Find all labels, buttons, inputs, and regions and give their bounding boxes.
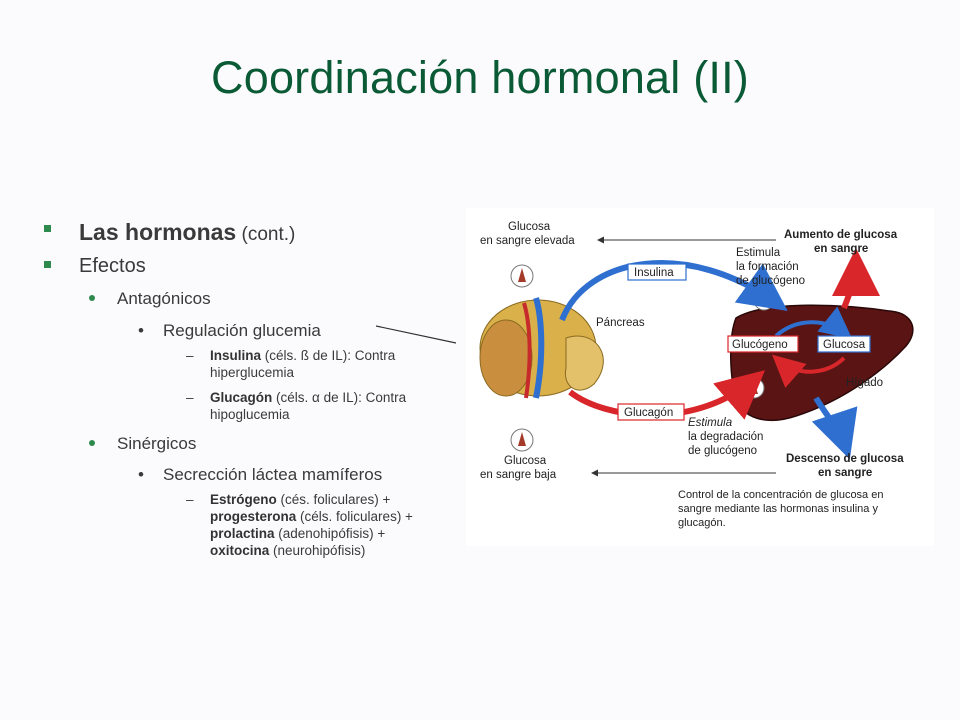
- insulina-term: Insulina: [210, 348, 262, 363]
- label-estimula-formacion-2: la formación: [736, 261, 799, 273]
- label-estimula-degradacion-2: la degradación: [688, 431, 763, 443]
- glucose-rise-arrow: [831, 248, 880, 310]
- label-glucosa-baja-1: Glucosa: [504, 455, 547, 467]
- label-estimula-formacion-3: de glucógeno: [736, 275, 805, 287]
- label-glucogeno-box: Glucógeno: [732, 339, 788, 351]
- sinergicos-label: Sinérgicos: [117, 434, 197, 453]
- label-aumento-1: Aumento de glucosa: [784, 229, 898, 241]
- dash-bullet: –: [186, 348, 194, 363]
- label-estimula-degradacion-3: de glucógeno: [688, 445, 757, 457]
- label-aumento-2: en sangre: [814, 243, 868, 255]
- label-glucosa-baja-2: en sangre baja: [480, 469, 557, 481]
- glycogen-to-glucose-arrow: [772, 354, 846, 388]
- label-glucosa-elevada-2: en sangre elevada: [480, 235, 575, 247]
- prolactina-term: prolactina: [210, 526, 275, 541]
- progesterona-desc: (céls. foliculares) +: [296, 509, 413, 524]
- caption-line-1: Control de la concentración de glucosa e…: [678, 489, 883, 501]
- glucose-regulation-diagram: Glucosa en sangre elevada Aumento de glu…: [466, 208, 934, 546]
- glucagon-term: Glucagón: [210, 390, 273, 405]
- label-insulina-box: Insulina: [634, 267, 674, 279]
- glucose-drop-arrow: [811, 396, 858, 460]
- caption-line-3: glucagón.: [678, 517, 726, 529]
- dot-bullet: •: [138, 321, 144, 340]
- label-pancreas: Páncreas: [596, 317, 645, 329]
- label-glucosa-elevada-1: Glucosa: [508, 221, 551, 233]
- oxitocina-desc: (neurohipófisis): [269, 543, 366, 558]
- sensor-icon-top: [510, 264, 534, 288]
- hormonas-cont: (cont.): [236, 224, 296, 245]
- slide-title: Coordinación hormonal (II): [211, 52, 749, 103]
- square-bullet-icon: [44, 261, 51, 268]
- estrogeno-desc: (cés. foliculares) +: [276, 492, 391, 507]
- efectos-label: Efectos: [79, 255, 146, 277]
- round-bullet-icon: [89, 440, 95, 446]
- label-descenso-1: Descenso de glucosa: [786, 453, 904, 465]
- dot-bullet: •: [138, 465, 144, 484]
- glucose-to-glycogen-arrow: [774, 306, 853, 339]
- round-bullet-icon: [89, 295, 95, 301]
- label-higado: Hígado: [846, 377, 883, 389]
- dash-bullet: –: [186, 492, 194, 507]
- label-estimula-formacion-1: Estimula: [736, 247, 781, 259]
- label-estimula-degradacion-1: Estimula: [688, 417, 732, 429]
- estrogeno-term: Estrógeno: [210, 492, 277, 507]
- oxitocina-term: oxitocina: [210, 543, 270, 558]
- prolactina-desc: (adenohipófisis) +: [274, 526, 386, 541]
- label-glucosa-box: Glucosa: [823, 339, 866, 351]
- sensor-icon-bottom: [510, 428, 534, 452]
- antagonicos-label: Antagónicos: [117, 289, 211, 308]
- dash-bullet: –: [186, 390, 194, 405]
- hormonas-heading: Las hormonas: [79, 219, 237, 245]
- insulina-desc: (céls. ß de IL): Contra hiperglucemia: [210, 348, 396, 380]
- glucagon-desc: (céls. α de IL): Contra hipoglucemia: [210, 390, 407, 422]
- progesterona-term: progesterona: [210, 509, 297, 524]
- square-bullet-icon: [44, 225, 51, 232]
- label-glucagon-box: Glucagón: [624, 407, 673, 419]
- regulacion-label: Regulación glucemia: [163, 321, 321, 340]
- caption-line-2: sangre mediante las hormonas insulina y: [678, 503, 878, 515]
- secrecion-label: Secrección láctea mamíferos: [163, 465, 383, 484]
- label-descenso-2: en sangre: [818, 467, 872, 479]
- pancreas-illustration: [479, 297, 604, 399]
